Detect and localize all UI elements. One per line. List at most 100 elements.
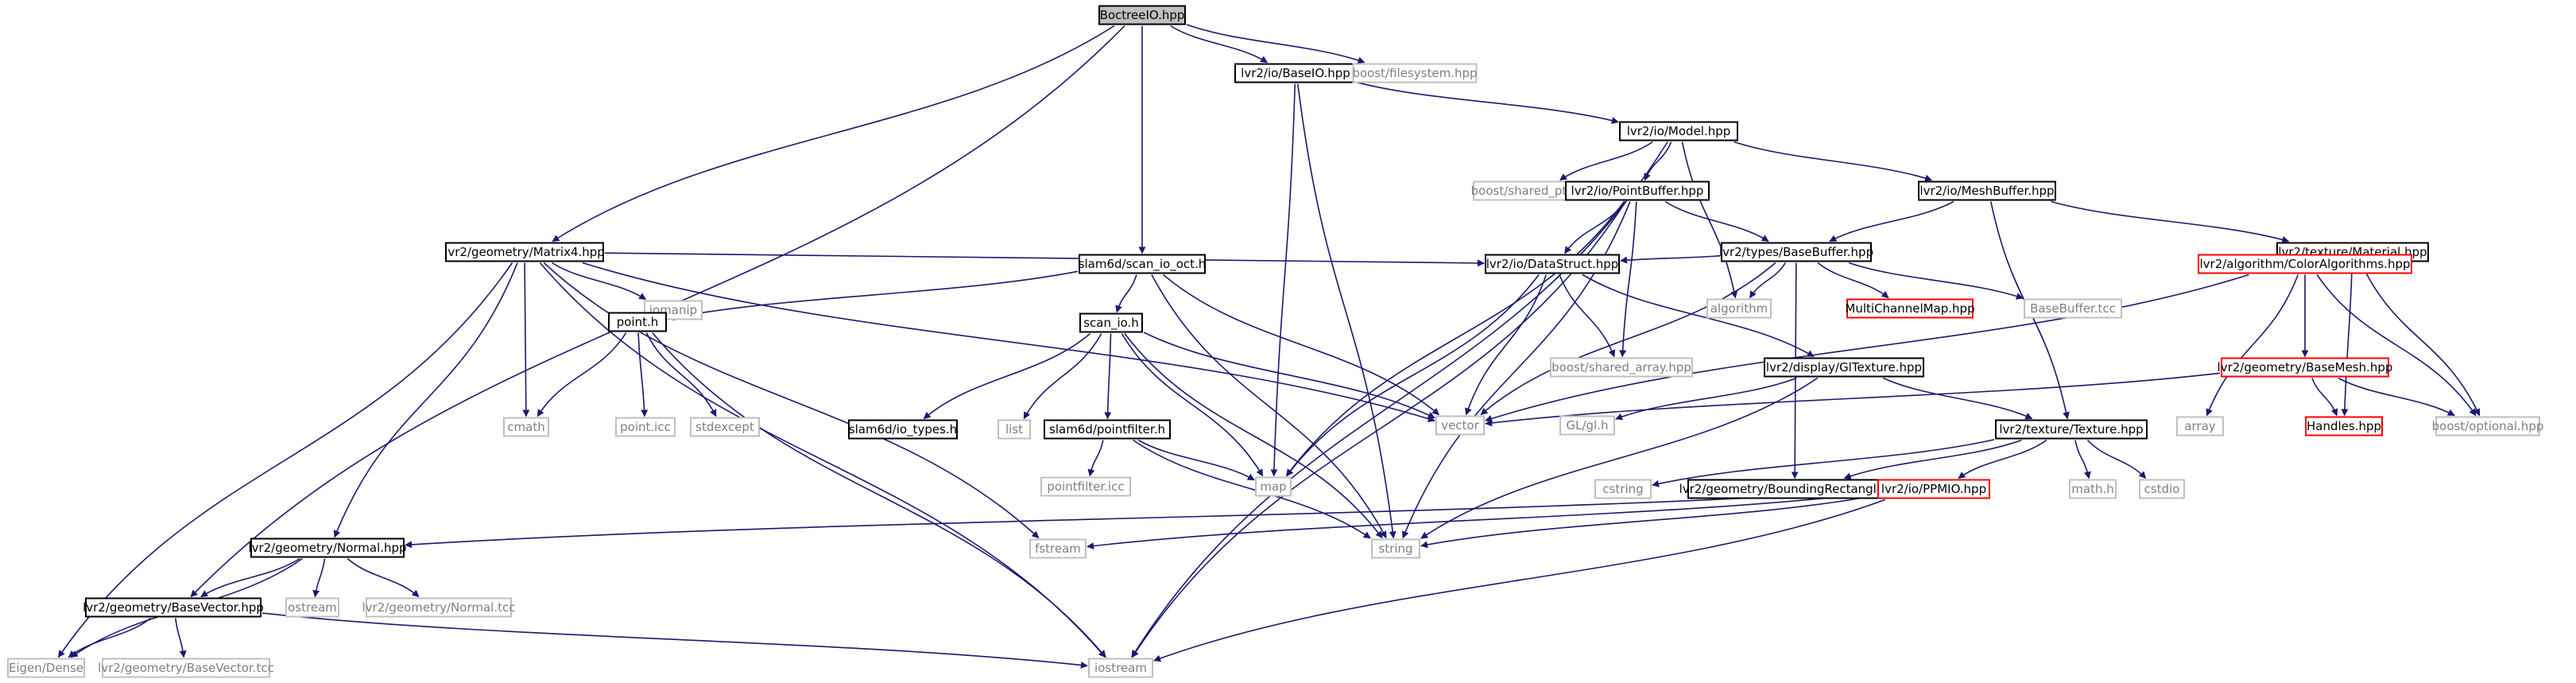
edge-material-to-handles [2341,262,2353,417]
node-model[interactable]: lvr2/io/Model.hpp [1619,121,1738,142]
node-basebuf[interactable]: lvr2/types/BaseBuffer.hpp [1719,242,1873,262]
node-box [102,658,270,678]
node-fstream: fstream [1029,538,1087,559]
node-array: array [2176,416,2224,437]
node-pfilter[interactable]: slam6d/pointfilter.h [1044,419,1171,440]
edge-basemesh-to-vector [1485,372,2221,427]
edge-pointh-to-cmath [537,332,627,417]
node-mathh: math.h [2069,479,2117,499]
node-label: slam6d/io_types.h [849,422,957,437]
node-eigen: Eigen/Dense [7,658,85,678]
node-label: iostream [1094,661,1147,675]
node-box [1764,357,1924,378]
node-box [848,419,958,440]
edge-baseio-to-model [1357,82,1619,124]
node-datastruct[interactable]: lvr2/io/DataStruct.hpp [1485,254,1620,274]
node-box [285,597,339,618]
node-label: lvr2/io/PPMIO.hpp [1881,482,1986,496]
edge-baseio-to-string [1297,83,1396,539]
node-label: lvr2/geometry/BaseVector.hpp [83,600,264,615]
node-bbox[interactable]: lvr2/geometry/BoundingRectangle.hpp [1679,479,1911,499]
node-basemesh[interactable]: lvr2/geometry/BaseMesh.hpp [2218,357,2393,378]
node-label: Handles.hpp [2307,419,2381,433]
edge-model-to-bsp [1559,141,1653,181]
edge-basevec-to-basevectcc [175,618,187,658]
node-label: lvr2/geometry/Normal.hpp [248,541,406,555]
edge-matrix4-to-iomanip [552,262,647,301]
node-label: ostream [288,600,337,615]
edge-material-to-boptional [2360,262,2481,417]
node-label: boost/optional.hpp [2432,419,2544,433]
edge-coloralg-to-vector [1485,274,2249,422]
node-handles[interactable]: Handles.hpp [2305,416,2383,437]
edge-scanio-to-pfilter [1104,333,1112,420]
node-label: stdexcept [695,420,754,434]
edge-matrix4-to-vector [582,262,1435,423]
edge-gltex-to-texture [1883,377,2033,420]
node-ppmio[interactable]: lvr2/io/PPMIO.hpp [1877,479,1990,499]
node-list: list [997,419,1031,440]
node-string: string [1371,538,1420,559]
node-iotypes[interactable]: slam6d/io_types.h [848,419,958,440]
node-box [1619,121,1738,142]
edge-matrix4-to-cmath [522,262,530,417]
node-baseio[interactable]: lvr2/io/BaseIO.hpp [1234,63,1357,83]
edge-basebuf-to-vector [1480,262,1776,416]
edge-ppmio-to-string [1420,495,1877,549]
node-boctree[interactable]: BoctreeIO.hpp [1098,5,1186,25]
node-box [1877,479,1990,499]
node-coloralg[interactable]: lvr2/algorithm/ColorAlgorithms.hpp [2198,254,2412,274]
node-mcm[interactable]: MultiChannelMap.hpp [1845,298,1975,319]
node-box [1040,476,1131,497]
node-normal[interactable]: lvr2/geometry/Normal.hpp [248,537,407,558]
edge-scanio-to-string [1124,333,1383,539]
node-box [1559,415,1615,436]
node-map: map [1255,476,1292,497]
node-box [1088,658,1153,678]
edge-pointh-to-iostream [652,332,1106,658]
node-box [2305,416,2383,437]
node-box [1995,419,2148,440]
node-box [2221,357,2389,378]
edge-basevec-to-eigen [68,617,152,658]
node-pointbuf[interactable]: lvr2/io/PointBuffer.hpp [1565,180,1710,201]
edge-pfilter-to-pficc [1087,440,1104,477]
edge-texture-to-ppmio [1958,439,2047,479]
edge-pointbuf-to-basebuf [1664,200,1769,243]
node-label: scan_io.h [1083,316,1139,331]
node-box [250,537,405,558]
edge-meshbuf-to-material [2051,200,2290,243]
node-label: lvr2/geometry/Normal.tcc [362,600,516,615]
node-basevec[interactable]: lvr2/geometry/BaseVector.hpp [83,597,264,618]
node-label: lvr2/geometry/BaseMesh.hpp [2218,360,2393,374]
node-iostream: iostream [1088,658,1153,678]
edge-normal-to-ostream [312,558,326,598]
node-pficc: pointfilter.icc [1040,476,1131,497]
node-stdexcept: stdexcept [690,417,760,437]
edge-model-to-iostream [1131,142,1668,658]
node-label: vector [1441,418,1479,433]
node-matrix4[interactable]: lvr2/geometry/Matrix4.hpp [444,242,605,262]
node-label: slam6d/pointfilter.h [1049,422,1165,437]
node-meshbuf[interactable]: lvr2/io/MeshBuffer.hpp [1918,180,2056,201]
node-label: pointfilter.icc [1047,479,1124,494]
node-scanoct[interactable]: slam6d/scan_io_oct.h [1079,254,1207,274]
edge-pfilter-to-map [1137,439,1255,481]
node-vector: vector [1435,415,1485,436]
edge-model-to-pointbuf [1644,142,1672,181]
node-label: fstream [1035,541,1081,556]
node-pointh[interactable]: point.h [608,312,667,332]
node-label: BaseBuffer.tcc [2030,301,2116,316]
edge-datastruct-to-vector [1465,274,1548,416]
node-glh: GL/gl.h [1559,415,1615,436]
node-label: lvr2/io/DataStruct.hpp [1486,257,1619,271]
edge-model-to-meshbuf [1733,141,1933,182]
node-texture[interactable]: lvr2/texture/Texture.hpp [1995,419,2148,440]
edge-pfilter-to-string [1133,439,1371,539]
node-gltex[interactable]: lvr2/display/GlTexture.hpp [1764,357,1924,378]
node-label: Eigen/Dense [9,661,83,675]
node-box [1029,538,1087,559]
node-scanio[interactable]: scan_io.h [1079,312,1143,333]
edge-basemesh-to-handles [2311,378,2338,417]
